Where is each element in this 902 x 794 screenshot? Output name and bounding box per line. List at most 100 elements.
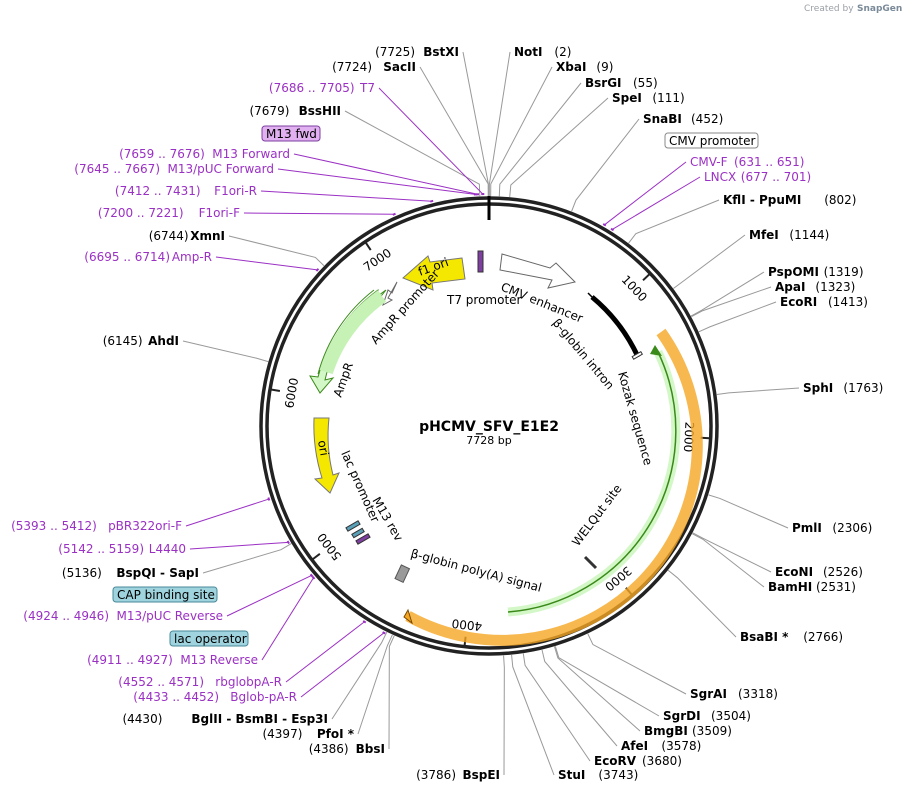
- primer-mark: [602, 223, 607, 227]
- primer[interactable]: LNCX(677 .. 701): [704, 170, 811, 184]
- restriction-site[interactable]: SpeI(111): [612, 91, 685, 105]
- site-name: XmnI: [190, 229, 225, 243]
- site-position: (1323): [815, 280, 855, 294]
- primer[interactable]: pBR322ori-F(5393 .. 5412): [11, 519, 182, 533]
- restriction-site[interactable]: PmlI(2306): [792, 521, 872, 535]
- site-name: PfoI *: [317, 727, 355, 741]
- leader-layer: [182, 51, 800, 776]
- primer[interactable]: L4440(5142 .. 5159): [58, 542, 186, 556]
- feature-label-polya: β-globin poly(A) signal: [409, 546, 543, 594]
- restriction-site[interactable]: BsaBI *(2766): [740, 630, 843, 644]
- site-leader: [462, 51, 489, 197]
- m13-fwd-label: M13 fwd: [266, 127, 317, 141]
- site-position: (4397): [262, 727, 302, 741]
- primer-range: (4924 .. 4946): [23, 609, 109, 623]
- primer-name: M13 Forward: [212, 147, 290, 161]
- kozak-marker: [631, 350, 644, 360]
- restriction-site[interactable]: SgrDI(3504): [663, 709, 751, 723]
- tick-mark: [270, 388, 281, 392]
- restriction-site[interactable]: BbsI(4386): [309, 742, 385, 756]
- primer-mark: [382, 631, 386, 635]
- restriction-site[interactable]: PfoI * (4397): [262, 727, 354, 741]
- site-position: (7725): [375, 45, 415, 59]
- site-leader: [628, 199, 720, 244]
- restriction-site[interactable]: BspQI - SapI (5136): [62, 566, 199, 580]
- primer-name: T7: [359, 81, 375, 95]
- cmv-promoter-box: [664, 132, 759, 149]
- restriction-site[interactable]: BamHI(2531): [768, 580, 856, 594]
- primer-mark: [362, 620, 367, 624]
- primer-mark: [315, 268, 320, 272]
- primer-range: (7686 .. 7705): [269, 81, 355, 95]
- restriction-site[interactable]: SacII(7724): [332, 60, 416, 74]
- restriction-site[interactable]: BglII - BsmBI - Esp3I(4430): [122, 712, 328, 726]
- plasmid-name: pHCMV_SFV_E1E2: [419, 419, 559, 435]
- restriction-site[interactable]: SgrAI(3318): [690, 687, 778, 701]
- restriction-site[interactable]: SphI(1763): [803, 381, 883, 395]
- primer[interactable]: Bglob-pA-R(4433 .. 4452): [133, 690, 297, 704]
- tick-mark: [364, 242, 372, 251]
- primer[interactable]: F1ori-R(7412 .. 7431): [115, 184, 257, 198]
- restriction-site[interactable]: EcoNI(2526): [775, 565, 863, 579]
- restriction-site[interactable]: BmgBI(3509): [644, 724, 732, 738]
- site-position: (2531): [816, 580, 856, 594]
- restriction-site[interactable]: SnaBI(452): [643, 112, 723, 126]
- primer[interactable]: Amp-R(6695 .. 6714): [84, 250, 212, 264]
- restriction-site[interactable]: KflI - PpuMI(802): [723, 193, 856, 207]
- primer[interactable]: T7 (7686 .. 7705): [269, 81, 375, 95]
- restriction-site[interactable]: BspEI(3786): [416, 768, 500, 782]
- primer-range: (677 .. 701): [741, 170, 811, 184]
- primer-name: F1ori-R: [214, 184, 257, 198]
- restriction-site[interactable]: AfeI(3578): [621, 739, 701, 753]
- restriction-site[interactable]: BsrGI(55): [585, 76, 658, 90]
- feature-layer: [309, 250, 703, 646]
- site-position: (5136): [62, 566, 102, 580]
- primer-name: CMV-F: [690, 155, 728, 169]
- site-name: BspEI: [462, 768, 500, 782]
- lac-operator-label: lac operator: [174, 632, 247, 646]
- cds-green-arc-edge: [507, 351, 677, 613]
- restriction-site[interactable]: ApaI(1323): [775, 280, 855, 294]
- feature-label-ori: ori: [315, 439, 331, 457]
- site-position: (3578): [661, 739, 701, 753]
- primer-name: M13 Reverse: [180, 653, 258, 667]
- site-name: PmlI: [792, 521, 822, 535]
- restriction-site[interactable]: StuI(3743): [558, 768, 638, 782]
- primer-name: M13/pUC Reverse: [117, 609, 224, 623]
- site-position: (2): [554, 45, 571, 59]
- primer[interactable]: M13 Reverse(4911 .. 4927): [87, 653, 258, 667]
- cds-green-arrowhead: [650, 345, 662, 356]
- primer[interactable]: rbglobpA-R(4552 .. 4571): [118, 675, 282, 689]
- primer-mark: [309, 573, 314, 578]
- site-position: (1763): [843, 381, 883, 395]
- feature-label-t7-promoter: T7 promoter: [446, 293, 522, 307]
- restriction-site[interactable]: XbaI(9): [556, 60, 613, 74]
- primer[interactable]: M13 Forward(7659 .. 7676): [119, 147, 290, 161]
- t7-marker: [477, 250, 484, 273]
- site-name: PspOMI: [768, 265, 819, 279]
- restriction-site[interactable]: EcoRV(3680): [594, 754, 682, 768]
- intron-tick: [587, 292, 596, 301]
- site-leader: [698, 301, 777, 333]
- ampr-band-edge: [317, 289, 375, 375]
- primer[interactable]: CMV-F(631 .. 651): [690, 155, 804, 169]
- restriction-site[interactable]: XmnI(6744): [149, 229, 225, 243]
- restriction-site[interactable]: PspOMI(1319): [768, 265, 864, 279]
- primer[interactable]: F1ori-F(7200 .. 7221): [98, 206, 240, 220]
- primer-name: F1ori-F: [199, 206, 240, 220]
- site-leader: [503, 655, 505, 776]
- primer[interactable]: M13/pUC Forward(7645 .. 7667): [74, 162, 274, 176]
- restriction-site[interactable]: AhdI(6145): [103, 334, 179, 348]
- site-leader: [667, 569, 737, 638]
- restriction-site[interactable]: EcoRI(1413): [780, 295, 868, 309]
- restriction-site[interactable]: NotI(2): [514, 45, 571, 59]
- site-leader: [388, 635, 395, 750]
- restriction-site[interactable]: BstXI (7725): [375, 45, 459, 59]
- restriction-site[interactable]: MfeI(1144): [749, 228, 829, 242]
- restriction-site[interactable]: BssHII(7679): [249, 104, 341, 118]
- feature-label-lac-promoter: lac promoter: [338, 449, 382, 525]
- primer-leader: [604, 161, 687, 226]
- site-name: BspQI - SapI: [116, 566, 199, 580]
- primer[interactable]: M13/pUC Reverse (4924 .. 4946): [23, 609, 223, 623]
- site-name: BstXI: [423, 45, 459, 59]
